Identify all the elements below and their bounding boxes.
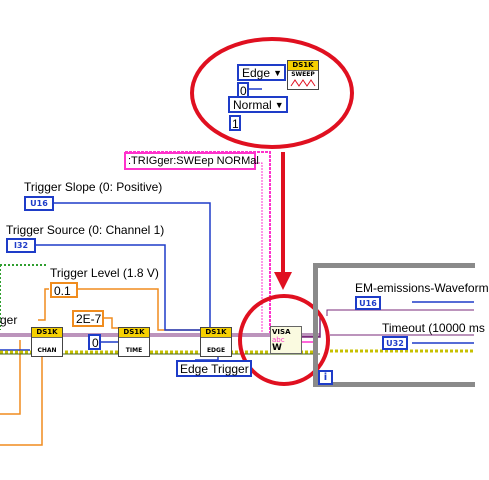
trigger-level-value: 0.1 [54,284,71,298]
edge-trigger-constant[interactable]: Edge Trigger [176,360,252,377]
zero-constant[interactable]: 0 [88,334,101,350]
trigger-source-label: Trigger Source (0: Channel 1) [6,223,165,237]
visa-label: VISA [272,328,291,336]
callout-one-constant[interactable]: 1 [229,115,241,131]
callout-ellipse [190,37,354,149]
normal-ring-constant[interactable]: Normal ▼ [228,96,288,113]
visa-highlight-circle [238,294,330,386]
case-structure-frame [313,263,475,387]
chan-subvi[interactable]: DS1K CHAN [31,327,63,357]
chevron-down-icon: ▼ [274,100,284,110]
chan-subvi-label: CHAN [37,347,57,354]
edge-subvi[interactable]: DS1K EDGE [200,327,232,357]
info-terminal[interactable]: i [318,370,333,385]
edge-ring-label: Edge [242,66,271,80]
time-constant[interactable]: 2E-7 [72,310,104,327]
edge-ring-constant[interactable]: Edge ▼ [237,64,287,81]
timeout-terminal[interactable]: U32 [382,336,408,350]
visa-w-label: W [272,343,282,353]
time-subvi-title: DS1K [119,328,149,338]
trigger-slope-terminal[interactable]: U16 [24,196,54,211]
trigger-source-terminal[interactable]: I32 [6,238,36,253]
callout-zero-constant[interactable]: 0 [237,82,249,98]
trigger-level-constant[interactable]: 0.1 [50,282,78,298]
chan-subvi-title: DS1K [32,328,62,338]
chevron-down-icon: ▼ [273,68,283,78]
sweep-subvi-title: DS1K [288,61,318,71]
timeout-label: Timeout (10000 ms [382,321,485,335]
waveform-icon [290,79,316,87]
sweep-subvi[interactable]: DS1K SWEEP [287,60,319,90]
edge-subvi-title: DS1K [201,328,231,338]
em-emissions-label: EM-emissions-Waveform [355,281,489,295]
sweep-subvi-label: SWEEP [291,71,315,78]
time-subvi[interactable]: DS1K TIME [118,327,150,357]
left-cut-label: ger [0,313,18,327]
normal-ring-label: Normal [233,98,272,112]
trigger-command-string[interactable]: :TRIGger:SWEep NORMal [124,152,259,170]
visa-sub-label: abc [272,336,285,344]
visa-write-node[interactable]: VISA abc W [270,326,302,354]
time-subvi-label: TIME [125,347,143,354]
edge-subvi-label: EDGE [206,347,226,354]
trigger-level-label: Trigger Level (1.8 V) [50,266,159,280]
em-emissions-terminal[interactable]: U16 [355,296,381,310]
trigger-slope-label: Trigger Slope (0: Positive) [24,180,163,194]
